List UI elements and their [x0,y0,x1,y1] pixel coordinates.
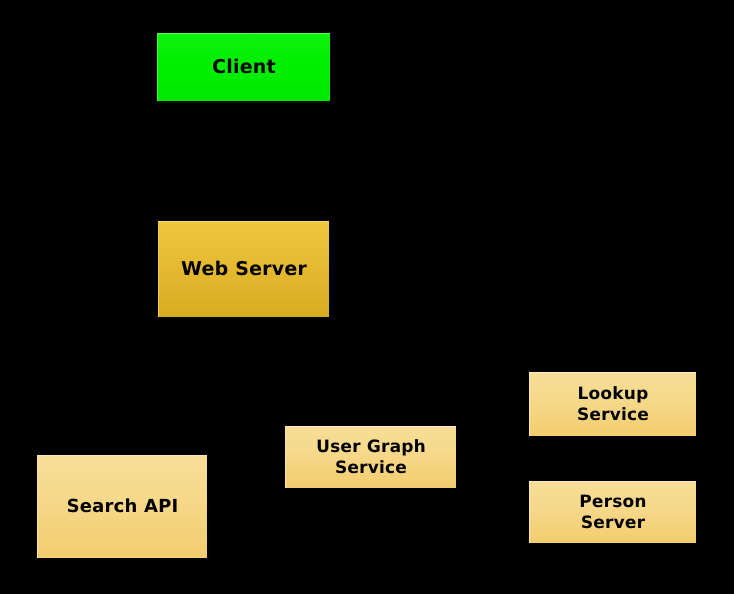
node-label-lookup-service: Lookup Service [576,383,650,425]
node-user-graph-service[interactable]: User Graph Service [285,426,456,488]
node-search-api[interactable]: Search API [37,455,207,558]
node-client[interactable]: Client [157,33,330,101]
node-label-person-server: Person Server [579,491,647,533]
node-lookup-service[interactable]: Lookup Service [529,372,696,436]
node-person-server[interactable]: Person Server [529,481,696,543]
node-label-client: Client [212,55,276,78]
node-web-server[interactable]: Web Server [158,221,329,317]
node-label-web-server: Web Server [181,257,307,280]
node-label-search-api: Search API [66,496,179,518]
node-label-user-graph-service: User Graph Service [316,436,426,478]
